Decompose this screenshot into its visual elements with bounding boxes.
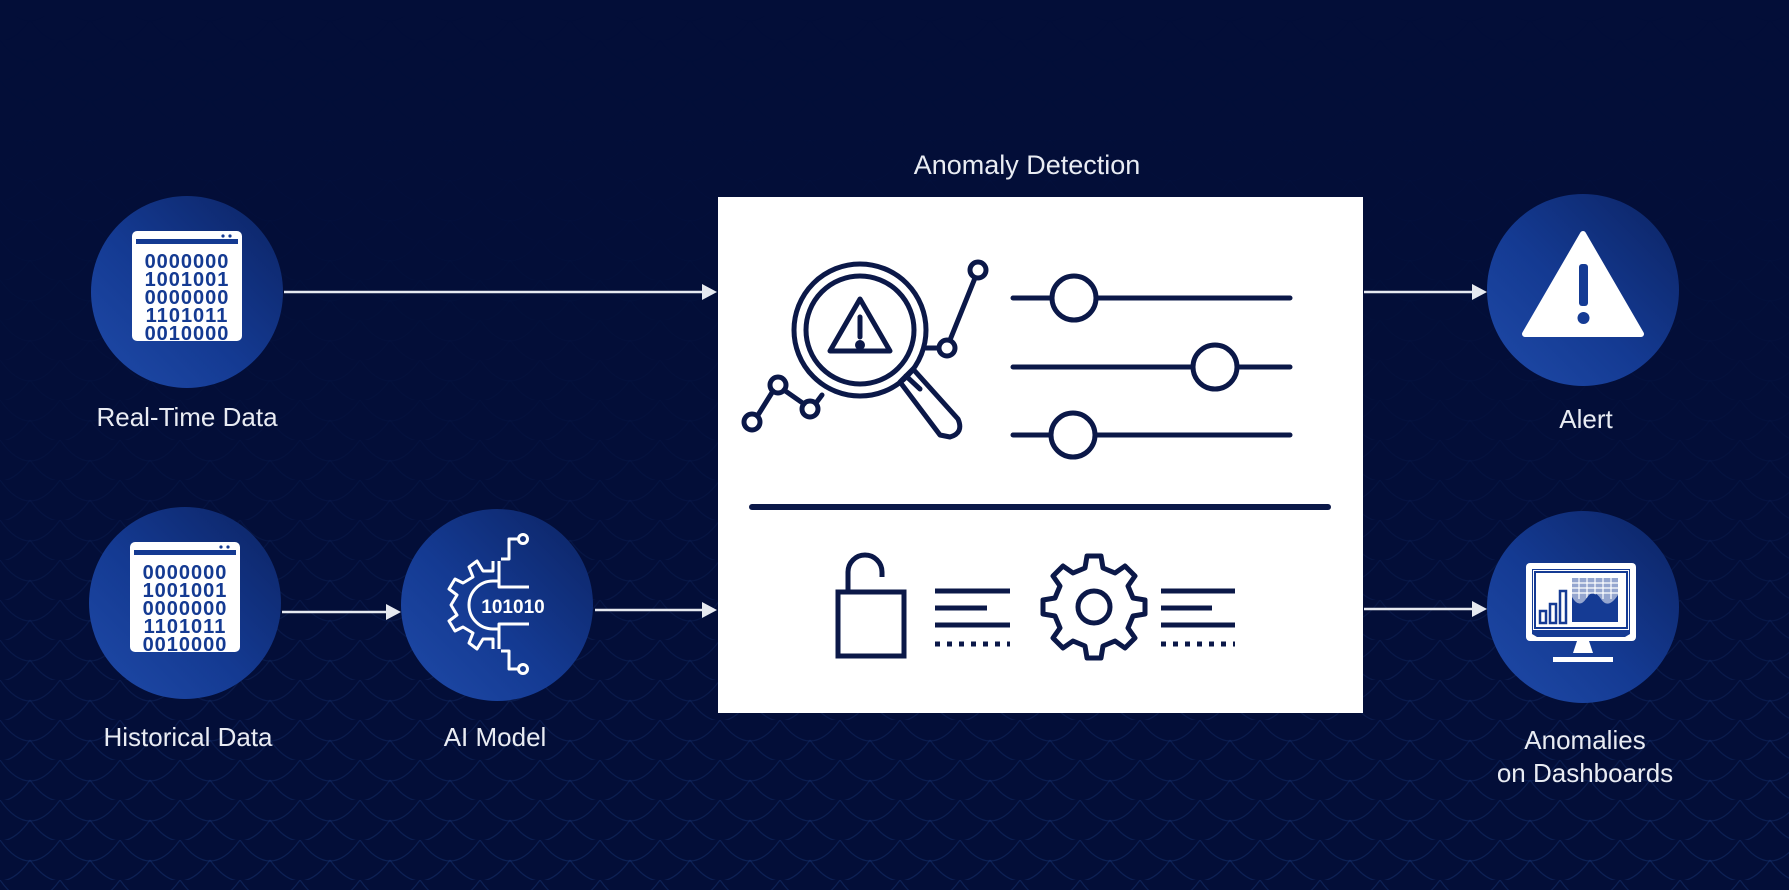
node-historical-data: 0000000 1001001 0000000 1101011 0010000 [89, 507, 281, 699]
label-real-time-data: Real-Time Data [96, 402, 278, 432]
label-anomalies-on-dashboards: Anomalies on Dashboards [1497, 724, 1673, 790]
magnifier-warning-chart-icon [741, 259, 989, 440]
label-historical-data: Historical Data [103, 722, 273, 752]
svg-text:0000000: 0000000 [145, 251, 230, 273]
svg-text:1001001: 1001001 [143, 580, 228, 602]
binary-data-window-icon: 0000000 1001001 0000000 1101011 0010000 [132, 231, 242, 345]
label-line-2: on Dashboards [1496, 758, 1674, 788]
svg-text:0010000: 0010000 [143, 634, 228, 656]
svg-text:1101011: 1101011 [146, 305, 229, 327]
text-lines-icon [935, 588, 1010, 647]
label-alert: Alert [1559, 404, 1613, 434]
node-real-time-data: 0000000 1001001 0000000 1101011 0010000 [91, 196, 283, 388]
svg-text:0010000: 0010000 [145, 323, 230, 345]
monitor-dashboard-icon [1526, 563, 1636, 662]
label-ai-model: AI Model [443, 722, 547, 752]
svg-text:1101011: 1101011 [144, 616, 227, 638]
anomaly-detection-panel [718, 197, 1363, 713]
unlock-icon [835, 552, 907, 659]
text-lines-icon [1161, 588, 1235, 647]
svg-text:101010: 101010 [481, 597, 544, 618]
label-line-1: Anomalies [1524, 725, 1646, 755]
binary-data-window-icon: 0000000 1001001 0000000 1101011 0010000 [130, 542, 240, 656]
ai-gear-circuit-icon: 101010 [447, 533, 545, 675]
sliders-icon [1010, 273, 1293, 460]
gear-icon [1040, 553, 1148, 661]
warning-triangle-icon [1522, 231, 1644, 337]
svg-text:0000000: 0000000 [145, 287, 230, 309]
node-anomalies-on-dashboards [1487, 511, 1679, 703]
node-alert [1487, 194, 1679, 386]
panel-title-anomaly-detection: Anomaly Detection [913, 150, 1141, 180]
svg-text:0000000: 0000000 [143, 562, 228, 584]
svg-text:0000000: 0000000 [143, 598, 228, 620]
svg-text:1001001: 1001001 [145, 269, 230, 291]
node-ai-model: 101010 [401, 509, 593, 701]
